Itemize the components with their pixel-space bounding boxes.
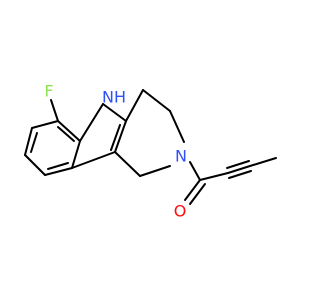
- molecule-structure: F N H N O: [24, 82, 277, 221]
- bond-n2-c-carbonyl: [189, 161, 201, 181]
- bond-c-calkyne: [199, 172, 229, 181]
- bond-c9b-c9a: [71, 151, 116, 169]
- oxygen-label: O: [174, 202, 187, 221]
- butynoyl-chain: [184, 157, 277, 205]
- nh-n-label: N: [102, 88, 114, 107]
- bond-c9-c9a-inner: [47, 162, 69, 170]
- piperidine-ring: [114, 89, 185, 177]
- bond-c7-c8-inner: [30, 132, 38, 153]
- benzene-ring: [24, 120, 81, 176]
- bond-c4-c3: [142, 89, 171, 112]
- bond-c5a-c6-inner: [57, 126, 75, 142]
- pyrrole-ring: [71, 103, 127, 169]
- amide-n-label: N: [175, 147, 187, 166]
- bond-triple-1: [227, 165, 251, 174]
- bond-c4a-c4: [125, 89, 144, 122]
- bond-c-o: [184, 179, 201, 201]
- bond-c7-c8: [24, 127, 33, 156]
- bond-c9-c9a: [44, 167, 73, 176]
- bond-c1-c9b: [114, 151, 141, 177]
- bond-c4a-c9b: [114, 120, 127, 153]
- bond-c6-f: [50, 99, 59, 122]
- bond-calkyne-ch3: [249, 157, 277, 167]
- bond-c3-n2: [169, 110, 185, 143]
- bond-c-o-second: [189, 183, 206, 205]
- bond-c5a-n5: [79, 103, 104, 142]
- bond-c8-c9: [24, 154, 46, 176]
- bond-c4a-c9b-inner: [110, 124, 121, 151]
- bond-c9a-c5a: [71, 140, 81, 169]
- bond-c5a-c6: [57, 120, 81, 142]
- bond-triple-3: [228, 170, 252, 179]
- fluorine-label: F: [44, 82, 53, 101]
- bond-triple-2: [226, 160, 250, 169]
- nh-h-label: H: [114, 88, 126, 107]
- bond-n5-c4a: [102, 103, 127, 122]
- bond-c6-c7: [31, 120, 59, 129]
- molecule-canvas: F N H N O: [24, 81, 277, 221]
- bond-n2-c1: [139, 165, 171, 177]
